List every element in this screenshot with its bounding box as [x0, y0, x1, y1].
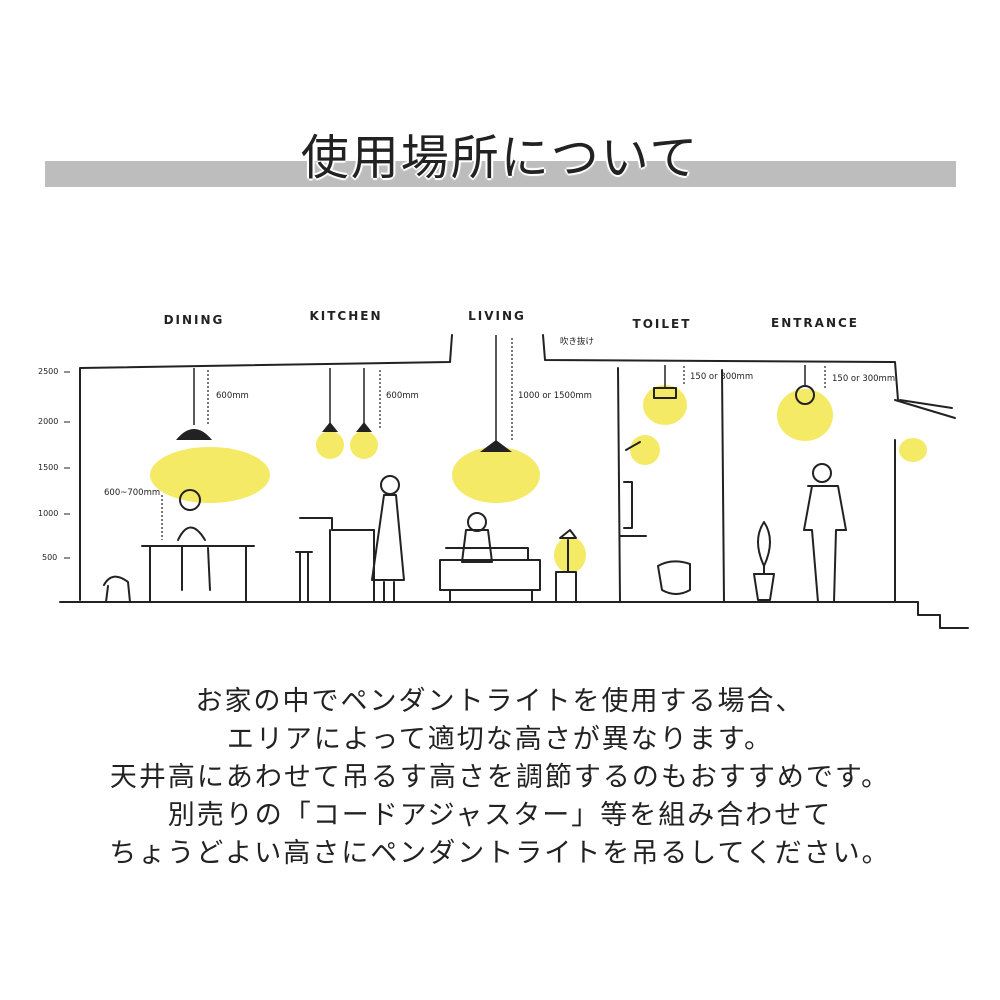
room-label-living: LIVING: [468, 309, 526, 323]
svg-text:2500: 2500: [38, 367, 58, 376]
house-outline: [59, 334, 969, 629]
svg-text:1500: 1500: [38, 463, 58, 472]
living-drop-height: 1000 or 1500mm: [518, 391, 592, 401]
entrance-scene: 150 or 300mm: [753, 365, 927, 603]
toilet-scene: 150 or 300mm: [619, 365, 753, 595]
kitchen-scene: 600mm: [295, 368, 419, 603]
kitchen-drop-height: 600mm: [386, 391, 419, 401]
room-height-illustration: DINING KITCHEN LIVING TOILET ENTRANCE 吹き…: [38, 309, 969, 629]
svg-text:2000: 2000: [38, 417, 58, 426]
description: お家の中でペンダントライトを使用する場合、 エリアによって適切な高さが異なります…: [0, 683, 1000, 873]
svg-text:500: 500: [42, 553, 57, 562]
page-title: 使用場所について: [300, 130, 700, 186]
height-scale: 2500 2000 1500 1000 500: [38, 367, 70, 562]
room-label-kitchen: KITCHEN: [309, 309, 382, 323]
dining-table-height: 600~700mm: [104, 488, 160, 498]
description-line: 天井高にあわせて吊るす高さを調節するのもおすすめです。: [109, 762, 891, 793]
description-line: 別売りの「コードアジャスター」等を組み合わせて: [167, 800, 833, 831]
entrance-drop-height: 150 or 300mm: [832, 374, 895, 384]
description-line: ちょうどよい高さにペンダントライトを吊るしてください。: [109, 838, 891, 869]
dining-drop-height: 600mm: [216, 391, 249, 401]
room-label-dining: DINING: [164, 313, 225, 327]
room-label-toilet: TOILET: [633, 317, 692, 331]
dining-scene: 600mm 600~700mm: [103, 368, 270, 603]
atrium-label: 吹き抜け: [560, 336, 594, 347]
description-line: エリアによって適切な高さが異なります。: [226, 724, 774, 755]
room-label-entrance: ENTRANCE: [771, 316, 859, 330]
svg-text:1000: 1000: [38, 509, 58, 518]
title-underline-band: [45, 161, 956, 187]
living-scene: 1000 or 1500mm: [439, 335, 592, 603]
description-line: お家の中でペンダントライトを使用する場合、: [195, 686, 805, 717]
toilet-drop-height: 150 or 300mm: [690, 372, 753, 382]
